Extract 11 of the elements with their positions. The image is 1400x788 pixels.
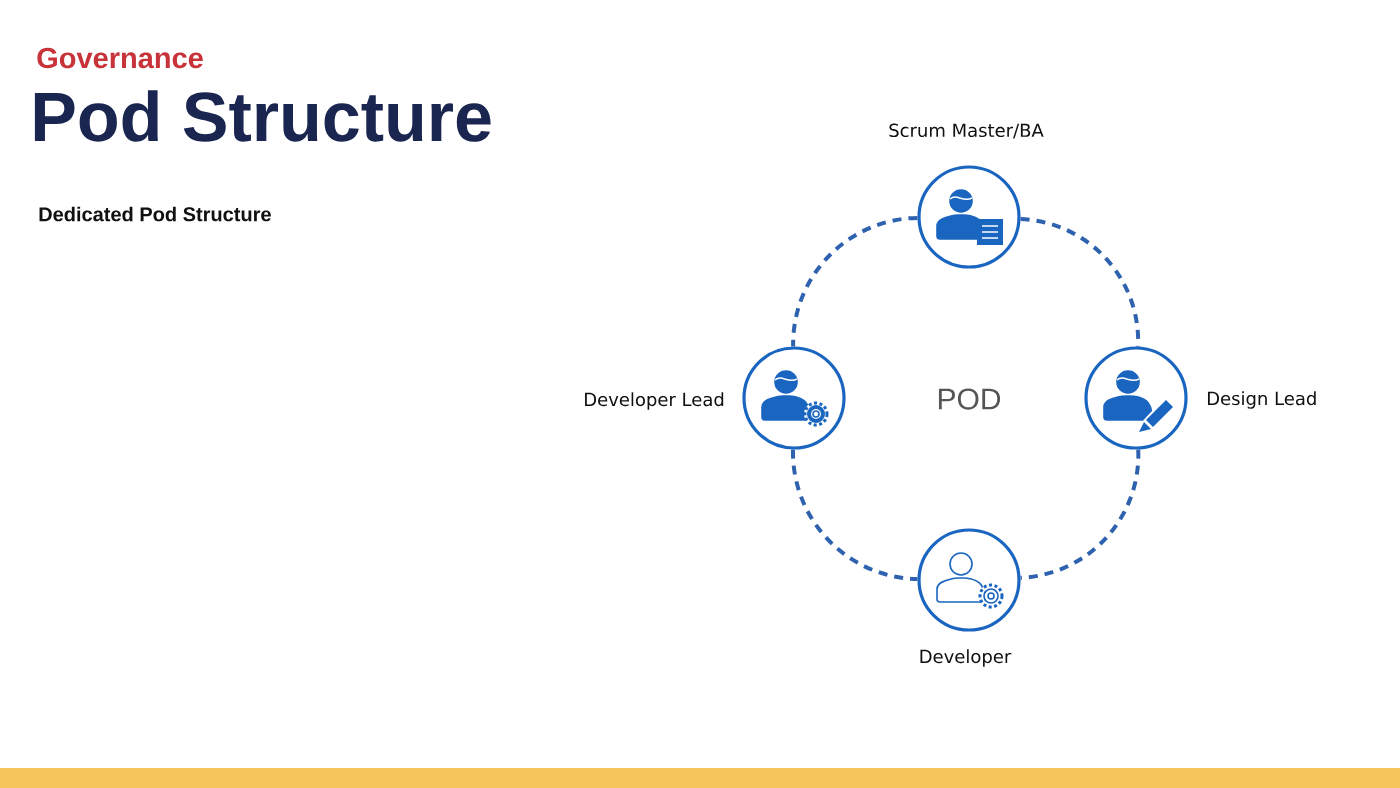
dashed-connector	[791, 449, 918, 581]
section-label: Governance	[37, 47, 203, 69]
title: Pod Structure	[34, 90, 491, 142]
role-label: Developer	[920, 649, 1012, 667]
center-label: POD	[938, 388, 1001, 410]
role-label: Scrum Master/BA	[889, 123, 1044, 139]
dashed-connector	[791, 215, 918, 347]
role-label: Design Lead	[1208, 391, 1316, 409]
role-label: Developer Lead	[585, 392, 724, 410]
dashed-connector	[1020, 449, 1141, 580]
subheading: Dedicated Pod Structure	[39, 206, 271, 222]
